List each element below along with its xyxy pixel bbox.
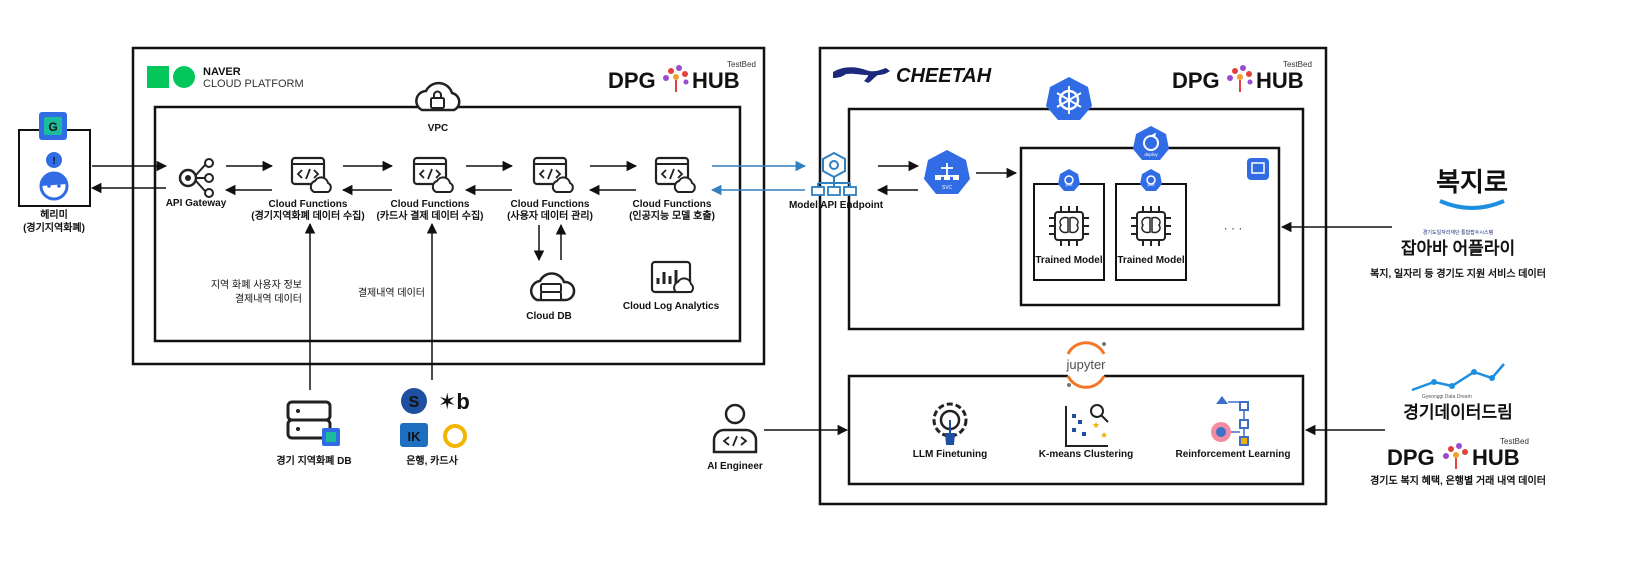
llm-finetuning-label: LLM Finetuning <box>913 449 987 460</box>
user-node: G ! <box>18 112 91 207</box>
cloud-db-icon <box>530 272 576 302</box>
naver-platform: CLOUD PLATFORM <box>203 78 304 90</box>
hub-dpg-r: DPG <box>1172 68 1220 93</box>
reinforcement-icon <box>1211 396 1249 446</box>
dpg-hub-logo-left: TestBed DPG HUB <box>608 60 756 93</box>
person-icon: ! <box>39 152 69 201</box>
hub-testbed-s: TestBed <box>1500 437 1529 446</box>
kmeans-label: K-means Clustering <box>1039 449 1133 460</box>
endpoint-label: Model API Endpoint <box>789 200 884 211</box>
welfare-caption: 복지, 일자리 등 경기도 지원 서비스 데이터 <box>1370 267 1546 280</box>
fn3-sub: (사용자 데이터 관리) <box>507 209 593 222</box>
bank-label: 은행, 카드사 <box>406 454 458 467</box>
replicaset-icon <box>1247 158 1269 180</box>
svg-text:✶b: ✶b <box>438 389 470 414</box>
naver-cloud-logo: NAVER CLOUD PLATFORM <box>147 66 304 90</box>
jobaba-label: 잡아바 어플라이 <box>1401 239 1515 258</box>
api-gateway-icon <box>178 158 214 198</box>
region-note-line2: 결제내역 데이터 <box>235 293 302 305</box>
user-sub: (경기지역화폐) <box>23 221 85 234</box>
cloud-function-1: Cloud Functions (경기지역화폐 데이터 수집) <box>251 156 365 222</box>
hub-hub-s: HUB <box>1472 445 1520 470</box>
gyeonggi-db-label: 경기 지역화폐 DB <box>276 454 351 467</box>
hub-dpg: DPG <box>608 68 656 93</box>
user-name: 헤리미 <box>40 208 68 221</box>
kubernetes-icon <box>1046 77 1092 120</box>
jobaba-sub: 경기도일자리재단 통합접수시스템 <box>1423 229 1494 236</box>
api-gateway-label: API Gateway <box>166 198 227 209</box>
cloud-function-2: Cloud Functions (카드사 결제 데이터 수집) <box>377 156 484 222</box>
naver-name: NAVER <box>203 66 241 78</box>
cloud-function-4: Cloud Functions (인공지능 모델 호출) <box>629 156 715 222</box>
pod-box-1: pod Trained Model <box>1033 168 1105 281</box>
deploy-label: deploy <box>1144 152 1158 157</box>
gyeonggi-money-icon: G <box>39 112 67 140</box>
fn4-sub: (인공지능 모델 호출) <box>629 209 715 222</box>
bokjiro-logo: 복지로 <box>1436 167 1508 210</box>
model1-label: Trained Model <box>1035 255 1102 266</box>
fn2-sub: (카드사 결제 데이터 수집) <box>377 209 484 222</box>
cloud-log-icon <box>650 260 694 294</box>
svg-text:!: ! <box>52 156 55 167</box>
reinforcement-label: Reinforcement Learning <box>1175 449 1290 460</box>
fn4-title: Cloud Functions <box>633 199 712 210</box>
llm-finetuning-icon <box>932 402 968 445</box>
cloud-function-3: Cloud Functions (사용자 데이터 관리) <box>507 156 593 222</box>
hub-hub-r: HUB <box>1256 68 1304 93</box>
pod2-label: pod <box>1148 182 1155 187</box>
jupyter-label: jupyter <box>1065 357 1106 372</box>
hub-hub: HUB <box>692 68 740 93</box>
fn1-title: Cloud Functions <box>269 199 348 210</box>
fn2-title: Cloud Functions <box>391 199 470 210</box>
ai-engineer-label: AI Engineer <box>707 461 763 472</box>
cloud-db-label: Cloud DB <box>526 311 572 322</box>
cloud-log-label: Cloud Log Analytics <box>623 301 720 312</box>
svg-text:IK: IK <box>408 429 422 444</box>
dpg-hub-logo-source: TestBed DPG HUB <box>1387 437 1529 470</box>
svg-text:S: S <box>409 394 420 411</box>
fn3-title: Cloud Functions <box>511 199 590 210</box>
model2-label: Trained Model <box>1117 255 1184 266</box>
pod1-label: pod <box>1066 182 1073 187</box>
bokjiro-label: 복지로 <box>1436 167 1508 197</box>
dpg-hub-logo-right: TestBed DPG HUB <box>1172 60 1312 93</box>
region-note-line1: 지역 화폐 사용자 정보 <box>211 279 302 291</box>
cheetah-name: CHEETAH <box>896 65 992 87</box>
svg-text:★: ★ <box>1092 420 1100 430</box>
vpc-icon <box>415 81 461 112</box>
gdd-sub: Gyeonggi Data Dream <box>1422 394 1472 400</box>
models-ellipsis: · · · <box>1224 221 1243 235</box>
hub-testbed-r: TestBed <box>1283 60 1312 69</box>
cheetah-logo: CHEETAH <box>833 65 992 87</box>
svc-icon: SVC <box>924 150 970 194</box>
bank-logos: S ✶b IK <box>400 388 470 448</box>
hub-testbed: TestBed <box>727 60 756 69</box>
ai-engineer-icon <box>712 403 758 454</box>
vpc-label: VPC <box>428 123 449 134</box>
pod-box-2: pod Trained Model <box>1115 168 1187 281</box>
hub-tree-icon-r <box>1227 65 1253 92</box>
kmeans-icon: ★★ <box>1065 404 1109 447</box>
svc-label: SVC <box>942 185 953 191</box>
svg-text:★: ★ <box>1100 430 1108 440</box>
gyeonggi-db-icon <box>286 400 340 446</box>
gdd-label: 경기데이터드림 <box>1403 403 1512 422</box>
gdd-logo: Gyeonggi Data Dream 경기데이터드림 <box>1403 363 1513 422</box>
model-endpoint-icon <box>811 151 857 196</box>
gyeonggi-caption: 경기도 복지 혜택, 은행별 거래 내역 데이터 <box>1370 474 1546 487</box>
jupyter-logo: jupyter <box>1065 341 1107 389</box>
payment-note: 결제내역 데이터 <box>358 287 425 299</box>
svg-text:G: G <box>48 120 57 134</box>
deploy-icon: deploy <box>1133 126 1169 160</box>
hub-dpg-s: DPG <box>1387 445 1435 470</box>
hub-tree-icon <box>663 65 689 92</box>
fn1-sub: (경기지역화폐 데이터 수집) <box>251 209 364 222</box>
